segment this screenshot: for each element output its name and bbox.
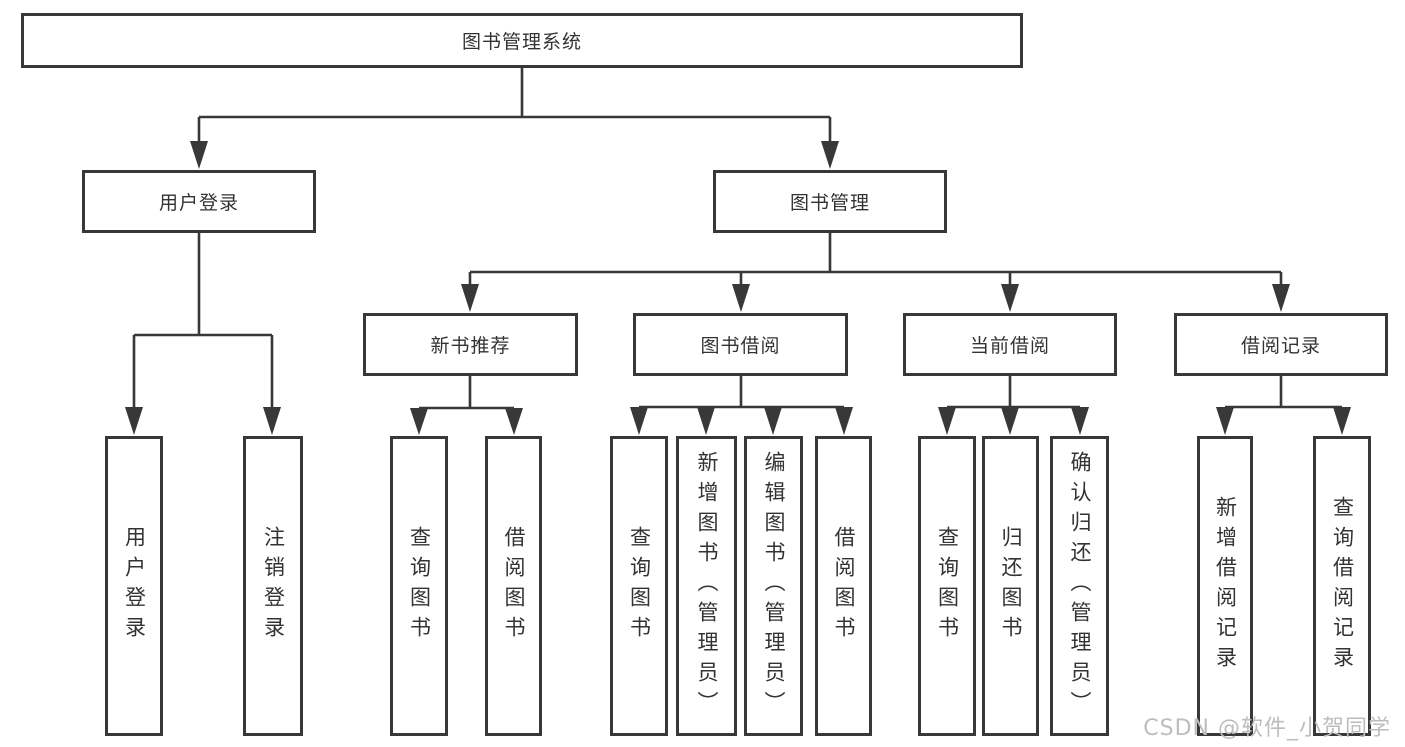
arrowhead bbox=[1272, 284, 1290, 312]
arrowhead bbox=[1071, 407, 1089, 435]
arrowhead bbox=[1001, 407, 1019, 435]
watermark: CSDN @软件_小贺同学 bbox=[1143, 716, 1391, 741]
leaf-label: 新增借阅记录 bbox=[1213, 496, 1238, 676]
arrowhead bbox=[410, 408, 428, 435]
node-new-book-recommend: 新书推荐 bbox=[363, 313, 578, 376]
arrowhead bbox=[732, 284, 750, 312]
leaf-query-books-recommend: 查询图书 bbox=[390, 436, 448, 736]
arrowhead bbox=[1001, 284, 1019, 312]
leaf-add-borrow-record: 新增借阅记录 bbox=[1197, 436, 1253, 736]
leaf-label: 编辑图书（管理员） bbox=[762, 451, 786, 721]
leaf-edit-books-admin: 编辑图书（管理员） bbox=[744, 436, 803, 736]
arrowhead bbox=[697, 407, 715, 435]
leaf-user-login: 用户登录 bbox=[105, 436, 163, 736]
arrowhead bbox=[461, 284, 479, 312]
leaf-logout: 注销登录 bbox=[243, 436, 303, 736]
leaf-query-borrow-record: 查询借阅记录 bbox=[1313, 436, 1371, 736]
leaf-add-books-admin: 新增图书（管理员） bbox=[676, 436, 737, 736]
arrowhead bbox=[821, 141, 839, 169]
leaf-label: 新增图书（管理员） bbox=[695, 451, 719, 721]
node-current-borrowing: 当前借阅 bbox=[903, 313, 1117, 376]
leaf-confirm-return-admin: 确认归还（管理员） bbox=[1050, 436, 1109, 736]
arrowhead bbox=[125, 407, 143, 435]
node-library-management-system: 图书管理系统 bbox=[21, 13, 1023, 68]
leaf-label: 查询借阅记录 bbox=[1330, 496, 1355, 676]
leaf-label: 查询图书 bbox=[407, 526, 432, 646]
leaf-return-books: 归还图书 bbox=[982, 436, 1039, 736]
arrowhead bbox=[835, 407, 853, 435]
leaf-label: 借阅图书 bbox=[832, 526, 856, 646]
arrowhead bbox=[263, 407, 281, 435]
leaf-label: 用户登录 bbox=[122, 526, 147, 646]
connector-book-borrowing-to-leaves bbox=[630, 376, 853, 435]
leaf-label: 借阅图书 bbox=[502, 526, 526, 646]
arrowhead bbox=[190, 141, 208, 169]
leaf-borrow-books-recommend: 借阅图书 bbox=[485, 436, 542, 736]
leaf-borrow-books: 借阅图书 bbox=[815, 436, 872, 736]
connector-book-management-to-level3 bbox=[461, 233, 1290, 312]
connector-borrowing-records-to-leaves bbox=[1216, 376, 1351, 435]
arrowhead bbox=[630, 407, 648, 435]
node-user-login: 用户登录 bbox=[82, 170, 316, 233]
connector-user-login-to-leaves bbox=[125, 233, 281, 435]
connector-current-borrowing-to-leaves bbox=[938, 376, 1089, 435]
node-book-borrowing: 图书借阅 bbox=[633, 313, 848, 376]
node-borrowing-records: 借阅记录 bbox=[1174, 313, 1388, 376]
arrowhead bbox=[505, 408, 523, 435]
arrowhead bbox=[764, 407, 782, 435]
arrowhead bbox=[1333, 407, 1351, 435]
arrowhead bbox=[938, 407, 956, 435]
leaf-label: 查询图书 bbox=[935, 526, 960, 646]
leaf-query-books-borrow: 查询图书 bbox=[610, 436, 668, 736]
leaf-label: 确认归还（管理员） bbox=[1068, 451, 1092, 721]
leaf-label: 归还图书 bbox=[999, 526, 1023, 646]
leaf-label: 查询图书 bbox=[627, 526, 652, 646]
node-book-management: 图书管理 bbox=[713, 170, 947, 233]
arrowhead bbox=[1216, 407, 1234, 435]
connector-root-to-level2 bbox=[190, 68, 839, 169]
leaf-label: 注销登录 bbox=[261, 526, 286, 646]
connector-new-book-recommend-to-leaves bbox=[410, 376, 523, 435]
leaf-query-books-current: 查询图书 bbox=[918, 436, 976, 736]
